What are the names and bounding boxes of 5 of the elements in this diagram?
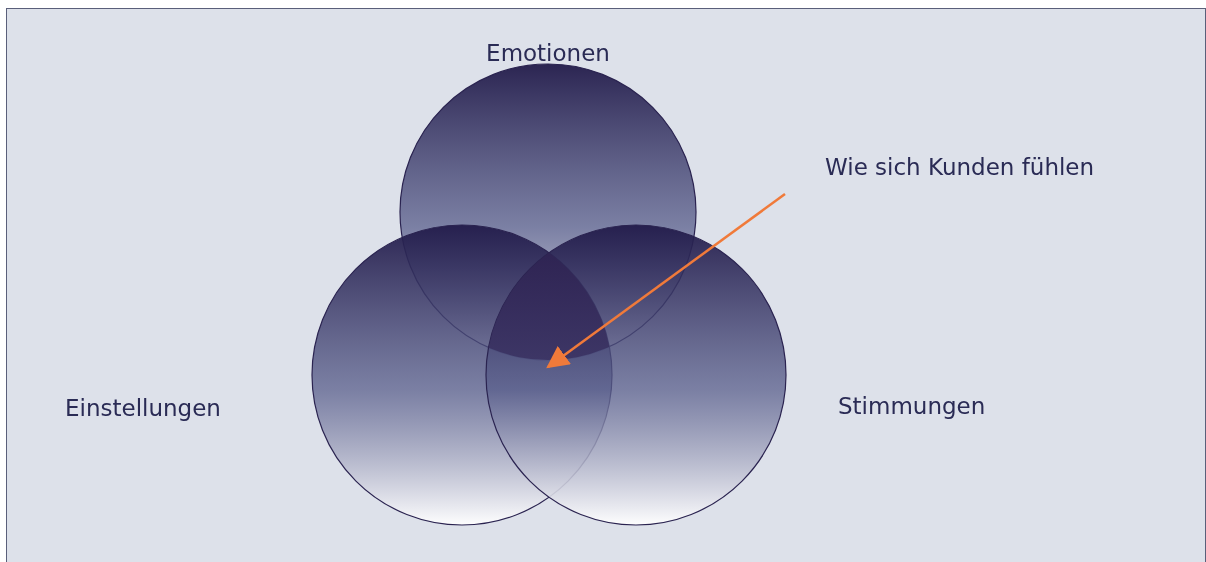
leader-arrow	[546, 193, 786, 369]
circle-label: Emotionen	[485, 39, 611, 68]
circle-label: Stimmungen	[838, 392, 986, 421]
circle-label: Einstellungen	[65, 394, 221, 423]
callout-text: Wie sich Kunden fühlen	[825, 153, 1095, 182]
